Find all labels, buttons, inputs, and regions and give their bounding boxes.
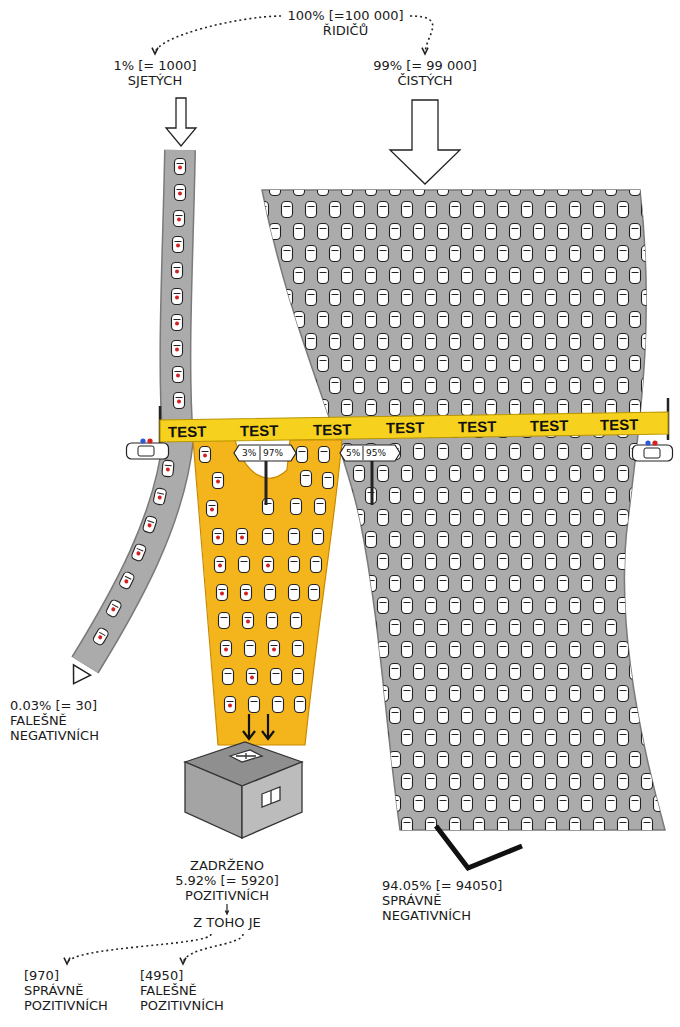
text-node: [4950] FALEŠNĚ POZITIVNÍCH (138, 966, 228, 1015)
road-end-arrow (74, 665, 91, 684)
small-arrow (225, 904, 228, 914)
clean-road (262, 190, 665, 830)
dotted-arrow (152, 16, 281, 54)
connector-line (67, 934, 211, 964)
node-text: [4950] FALEŠNĚ POZITIVNÍCH (140, 968, 226, 1013)
banner-word: TEST (458, 418, 497, 436)
pointer-bracket (436, 826, 522, 868)
dotted-arrow (180, 934, 243, 964)
text-node: 1% [= 1000] SJETÝCH (110, 56, 200, 90)
arrow-head (180, 958, 186, 964)
hollow-arrow (166, 98, 196, 146)
drunk-cars (92, 159, 186, 647)
text-node: [970] SPRÁVNĚ POZITIVNÍCH (22, 966, 112, 1015)
arrow-head (64, 958, 70, 964)
result-note: 94.05% [= 94050] SPRÁVNĚ NEGATIVNÍCH (382, 878, 505, 923)
jail-house (185, 742, 302, 838)
arrow-head (152, 48, 158, 54)
banner-word: TEST (313, 421, 352, 439)
sign-percent: 3% (242, 447, 256, 460)
sign-percent: 5% (346, 447, 360, 460)
banner-word: TEST (530, 417, 569, 435)
dotted-arrow (410, 16, 433, 54)
test-banner (160, 398, 668, 448)
drunk-road (85, 150, 180, 665)
banner-word: TEST (600, 416, 639, 434)
drunk-road-edge (85, 150, 180, 665)
banner-word: TEST (240, 422, 279, 440)
text-node: ZADRŽENO 5.92% [= 5920] POZITIVNÍCH Z TOH… (172, 856, 282, 932)
text-node: 100% [=100 000] ŘIDIČŮ (284, 6, 407, 40)
node-text: 1% [= 1000] SJETÝCH (112, 58, 198, 88)
signpost (234, 445, 296, 505)
text-node: 99% [= 99 000] ČISTÝCH (370, 56, 480, 90)
clean-cars (262, 190, 665, 830)
connector-line (155, 16, 281, 54)
node-text: 100% [=100 000] ŘIDIČŮ (286, 8, 405, 38)
police-car (127, 438, 169, 459)
connector-line (410, 16, 433, 54)
banner-word: TEST (386, 419, 425, 437)
dotted-arrow (64, 934, 211, 964)
police-car (633, 440, 673, 461)
hollow-arrow (390, 100, 460, 184)
positive-lane (193, 440, 342, 745)
node-text: ZADRŽENO 5.92% [= 5920] POZITIVNÍCH (174, 858, 280, 903)
node-text: [970] SPRÁVNĚ POZITIVNÍCH (24, 968, 110, 1013)
banner-word: TEST (168, 423, 207, 441)
sign-percent: 95% (366, 447, 386, 460)
node-text: 99% [= 99 000] ČISTÝCH (372, 58, 478, 88)
arrow-head (422, 48, 428, 54)
connector-line (183, 934, 243, 964)
signpost (340, 445, 400, 505)
node-subtext: Z TOHO JE (174, 915, 280, 930)
jail-arrows (243, 714, 274, 739)
positive-cars (200, 447, 334, 713)
result-note: 0.03% [= 30] FALEŠNĚ NEGATIVNÍCH (10, 698, 101, 743)
sign-percent: 97% (263, 447, 283, 460)
